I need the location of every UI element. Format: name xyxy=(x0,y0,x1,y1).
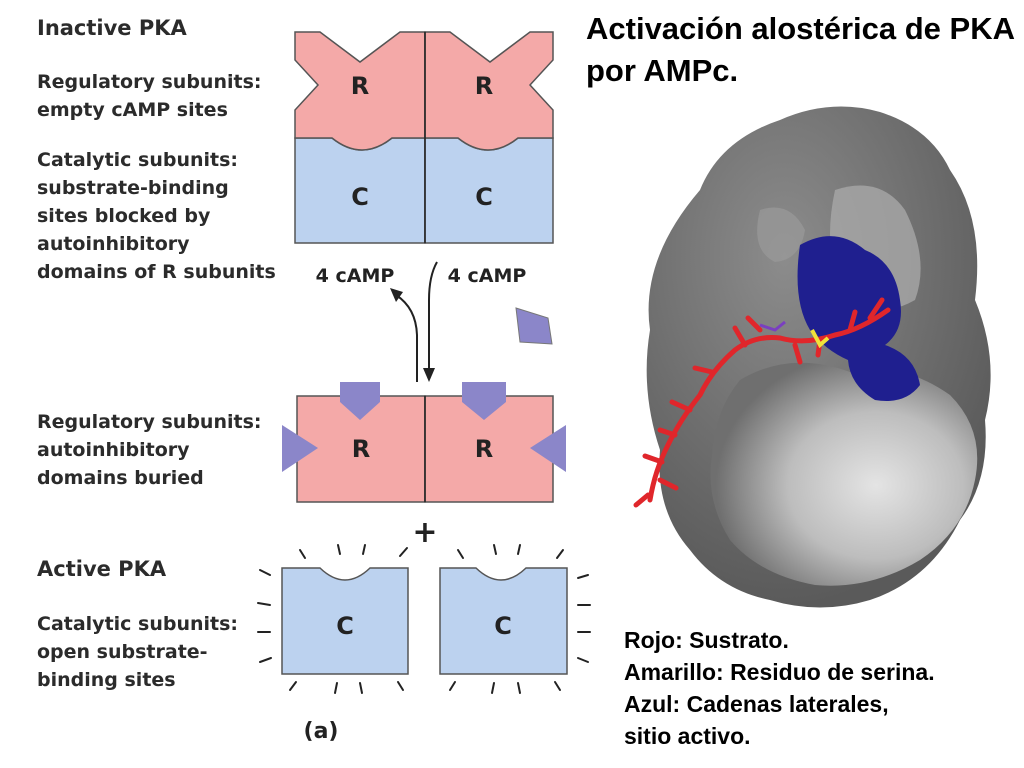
regulatory-dimer-bound: R R xyxy=(282,382,566,503)
inactive-pka-heading: Inactive PKA xyxy=(37,16,187,40)
activity-ticks-right xyxy=(449,544,591,694)
catalytic-blocked-label: Catalytic subunits: substrate-binding si… xyxy=(37,149,276,283)
camp-molecule-icon xyxy=(462,382,506,420)
regulatory-empty-label: Regulatory subunits: empty cAMP sites xyxy=(37,71,262,121)
r-label: R xyxy=(352,435,370,463)
c-label: C xyxy=(336,612,354,640)
legend-blue: Azul: Cadenas laterales, xyxy=(624,691,889,717)
r-label: R xyxy=(475,435,493,463)
plus-sign: + xyxy=(412,515,437,550)
legend-red: Rojo: Sustrato. xyxy=(624,627,789,653)
c-label: C xyxy=(351,183,369,211)
active-pka-heading: Active PKA xyxy=(37,557,167,581)
r-label: R xyxy=(475,72,493,100)
active-site-region xyxy=(797,236,920,401)
serine-residue xyxy=(810,329,830,349)
equilibrium-arrows: 4 cAMP 4 cAMP xyxy=(316,261,553,382)
active-catalytic-subunits: C C xyxy=(257,544,591,694)
camp-label-right: 4 cAMP xyxy=(448,265,527,287)
inactive-pka-complex: R R C C xyxy=(294,31,554,244)
camp-molecule-icon xyxy=(530,425,566,472)
regulatory-subunit-left xyxy=(294,31,426,151)
catalytic-subunit-active-left xyxy=(281,567,409,675)
forward-arrow xyxy=(428,261,438,372)
protein-surface-light-lobe xyxy=(710,362,978,586)
protein-surface-image xyxy=(633,106,991,608)
legend-blue-cont: sitio activo. xyxy=(624,723,751,749)
c-label: C xyxy=(475,183,493,211)
activity-ticks-left xyxy=(257,544,408,694)
regulatory-buried-label: Regulatory subunits: autoinhibitory doma… xyxy=(37,411,262,489)
camp-label-left: 4 cAMP xyxy=(316,265,395,287)
legend-yellow: Amarillo: Residuo de serina. xyxy=(624,659,935,685)
camp-molecule-icon xyxy=(515,307,553,345)
regulatory-subunit-right xyxy=(424,31,554,151)
slide-title: Activación alostérica de PKA por AMPc. xyxy=(586,11,1014,88)
camp-molecule-icon xyxy=(340,382,380,420)
catalytic-open-label: Catalytic subunits: open substrate- bind… xyxy=(37,613,239,691)
reverse-arrow xyxy=(395,294,418,382)
r-label: R xyxy=(351,72,369,100)
catalytic-subunit-active-right xyxy=(439,567,568,675)
panel-label: (a) xyxy=(304,719,339,744)
c-label: C xyxy=(494,612,512,640)
camp-molecule-icon xyxy=(282,425,318,472)
